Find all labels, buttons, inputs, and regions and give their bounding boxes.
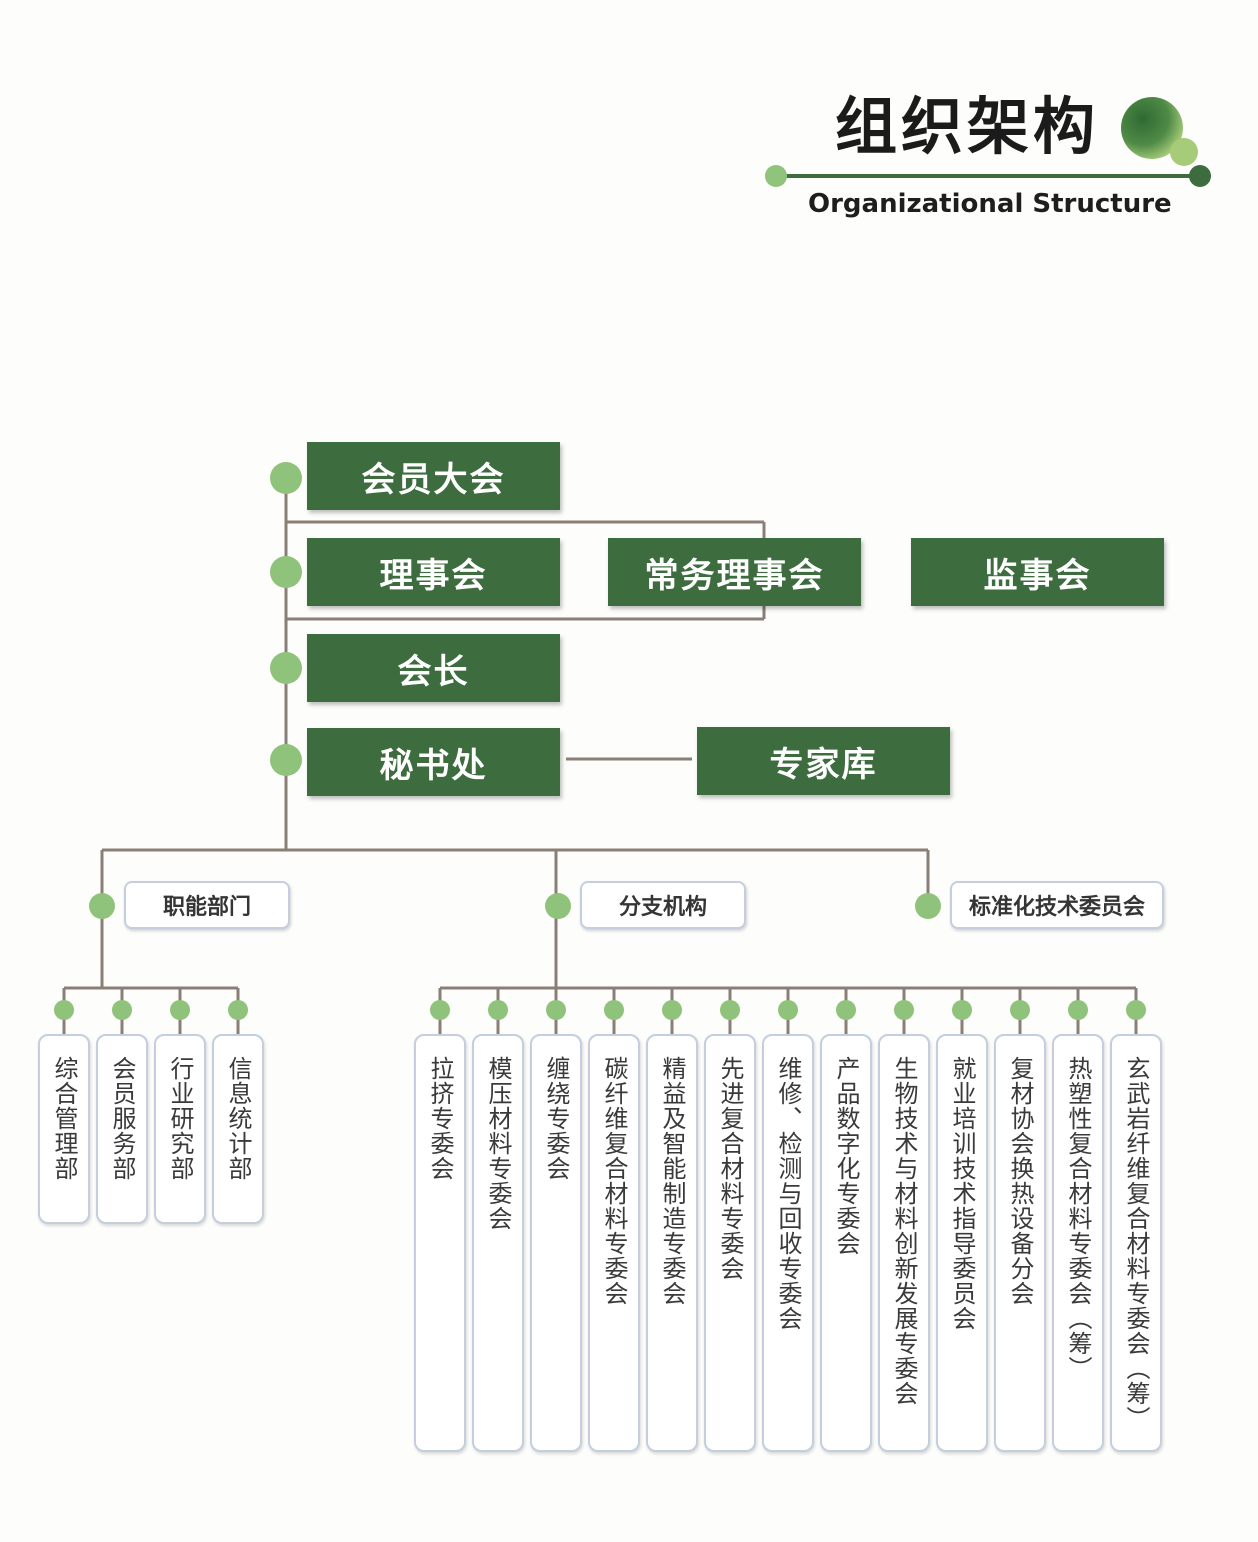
expert-pool-box: 专家库 <box>697 727 950 795</box>
department-label: 行业研究部 <box>166 1056 194 1181</box>
department-box: 会员服务部 <box>96 1034 148 1224</box>
functional-departments-label: 职能部门 <box>124 881 290 929</box>
committee-box: 复材协会换热设备分会 <box>994 1034 1046 1452</box>
department-label: 会员服务部 <box>108 1056 136 1181</box>
committee-box: 产品数字化专委会 <box>820 1034 872 1452</box>
department-box: 行业研究部 <box>154 1034 206 1224</box>
committee-label: 模压材料专委会 <box>484 1056 512 1231</box>
committee-box: 碳纤维复合材料专委会 <box>588 1034 640 1452</box>
committee-box: 玄武岩纤维复合材料专委会（筹） <box>1110 1034 1162 1452</box>
department-box: 信息统计部 <box>212 1034 264 1224</box>
committee-label: 生物技术与材料创新发展专委会 <box>890 1056 918 1406</box>
committee-box: 先进复合材料专委会 <box>704 1034 756 1452</box>
president-box: 会长 <box>307 634 560 702</box>
supervisory-board-box: 监事会 <box>911 538 1164 606</box>
committee-box: 精益及智能制造专委会 <box>646 1034 698 1452</box>
committee-label: 产品数字化专委会 <box>832 1056 860 1256</box>
committee-label: 玄武岩纤维复合材料专委会（筹） <box>1122 1056 1150 1431</box>
committee-box: 生物技术与材料创新发展专委会 <box>878 1034 930 1452</box>
committee-label: 精益及智能制造专委会 <box>658 1056 686 1306</box>
committee-box: 拉挤专委会 <box>414 1034 466 1452</box>
committee-box: 缠绕专委会 <box>530 1034 582 1452</box>
page-subtitle: Organizational Structure <box>808 189 1172 219</box>
committee-label: 碳纤维复合材料专委会 <box>600 1056 628 1306</box>
committee-box: 模压材料专委会 <box>472 1034 524 1452</box>
standing-council-box: 常务理事会 <box>608 538 861 606</box>
committee-label: 热塑性复合材料专委会（筹） <box>1064 1056 1092 1381</box>
council-box: 理事会 <box>307 538 560 606</box>
committee-label: 复材协会换热设备分会 <box>1006 1056 1034 1306</box>
committee-box: 就业培训技术指导委员会 <box>936 1034 988 1452</box>
department-box: 综合管理部 <box>38 1034 90 1224</box>
committee-label: 维修、检测与回收专委会 <box>774 1056 802 1331</box>
branches-label: 分支机构 <box>580 881 746 929</box>
committee-label: 拉挤专委会 <box>426 1056 454 1181</box>
committee-box: 热塑性复合材料专委会（筹） <box>1052 1034 1104 1452</box>
committee-label: 就业培训技术指导委员会 <box>948 1056 976 1331</box>
department-label: 信息统计部 <box>224 1056 252 1181</box>
general-assembly-box: 会员大会 <box>307 442 560 510</box>
committee-label: 缠绕专委会 <box>542 1056 570 1181</box>
secretariat-box: 秘书处 <box>307 728 560 796</box>
committee-box: 维修、检测与回收专委会 <box>762 1034 814 1452</box>
department-label: 综合管理部 <box>50 1056 78 1181</box>
committee-label: 先进复合材料专委会 <box>716 1056 744 1281</box>
standardization-committee-label: 标准化技术委员会 <box>950 881 1164 929</box>
page-title: 组织架构 <box>835 90 1100 163</box>
